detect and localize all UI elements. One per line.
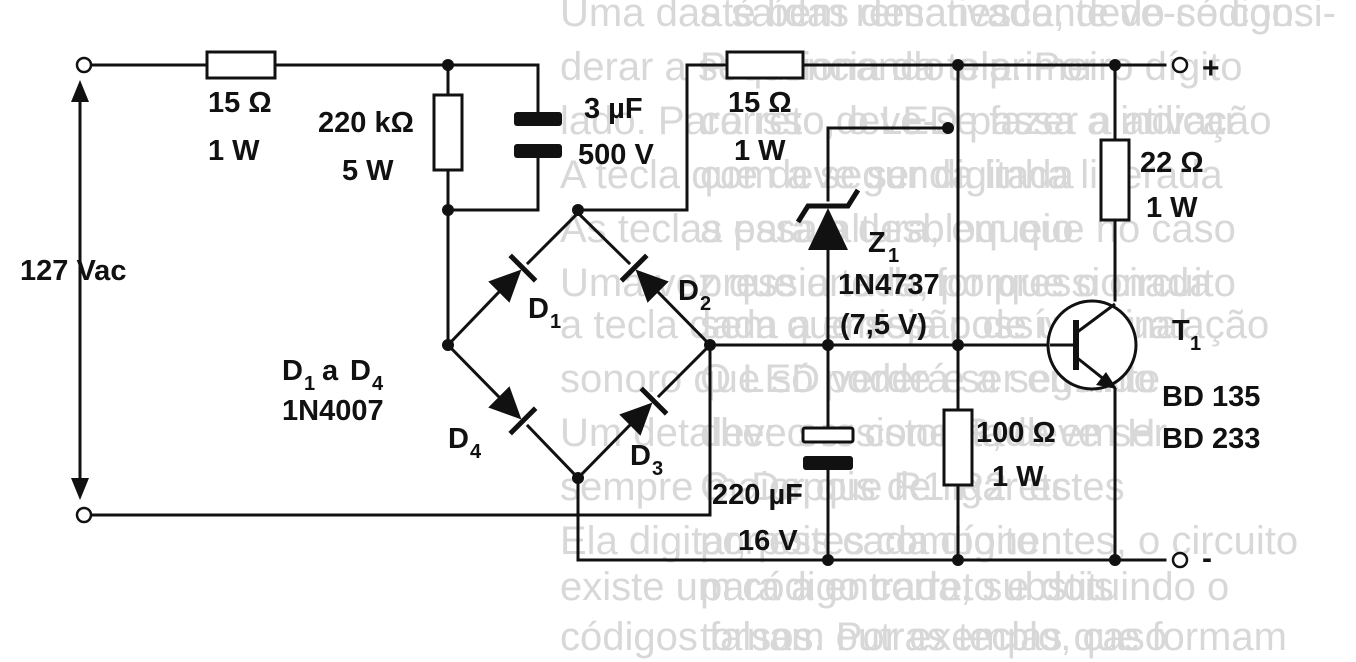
r2-power: 5 W [342,155,394,187]
background-text-line: com a segunda linha liberada [700,153,1223,197]
r3-power: 1 W [734,135,786,167]
arrow-down-icon [71,478,89,500]
d4-subscript: 4 [470,441,482,463]
c1-value: 3 µF [584,93,643,125]
r1-value: 15 Ω [208,87,272,119]
r4-power: 1 W [1146,192,1198,224]
background-text-line: tornam outras teclas que formam [700,615,1287,659]
label-z1: Z 1 1N4737 (7,5 V) [838,227,940,341]
label-d2: D 2 [678,275,711,315]
r5-value: 100 Ω [976,417,1056,449]
background-text-line: lado. Para isso deve-se fazer a ativação [560,99,1272,143]
d2-name: D [678,275,699,307]
z1-name: Z [868,227,886,259]
label-diodes: D 1 a D 4 1N4007 [282,355,384,427]
d3-subscript: 3 [652,458,663,480]
background-text-line: Uma vez que a tecla for pressionada [560,261,1212,305]
r4-value: 22 Ω [1140,147,1204,179]
input-terminal-bottom [75,506,93,524]
z1-part: 1N4737 [838,269,940,301]
zener-diode-z1 [795,188,861,250]
background-text-line: Uma das saídas desativada, deve-se consi… [560,0,1336,35]
resistor-r4 [1099,138,1131,222]
diodes-part: 1N4007 [282,395,384,427]
diodes-to: D [350,355,371,387]
resistor-r1 [205,50,277,80]
capacitor-c1 [514,112,562,158]
d1-name: D [528,293,549,325]
background-text-line: até bem remanescente do código. [700,0,1305,35]
transistor-t1 [1046,299,1138,391]
label-c1: 3 µF 500 V [578,93,654,171]
plus-sign: + [1202,52,1220,85]
resistor-r2 [432,93,464,172]
input-voltage-label: 127 Vac [20,255,126,287]
wires [78,63,1167,562]
t1-subscript: 1 [1190,333,1201,355]
diode-d2 [619,253,669,303]
label-t1: T 1 BD 135 BD 233 [1162,315,1260,455]
z1-subscript: 1 [888,245,899,267]
label-d3: D 3 [630,440,663,480]
label-r1: 15 Ω 1 W [208,87,272,167]
d1-subscript: 1 [550,311,561,333]
label-r3: 15 Ω 1 W [728,87,792,167]
d4-name: D [448,423,469,455]
background-text-line: sempre maior que R1 R2 etc [560,465,1071,509]
label-r4: 22 Ω 1 W [1140,147,1204,224]
r3-value: 15 Ω [728,87,792,119]
r1-power: 1 W [208,135,260,167]
label-d1: D 1 [528,293,561,333]
background-text-line: por estes componentes, o circuito [700,519,1298,563]
diodes-from: D [282,355,303,387]
background-text-line: A tecla que deve ser digitada [560,153,1074,197]
r5-power: 1 W [992,461,1044,493]
z1-voltage: (7,5 V) [840,309,927,341]
junction-dots [442,59,1121,566]
background-text-line: C. Depois de ligar estes [700,465,1125,509]
arrow-up-icon [71,80,89,102]
label-d4: D 4 [448,423,482,463]
resistor-r3 [725,50,805,80]
background-text-line: a essa altura, em que no caso [700,207,1236,251]
background-text-line: derar a sequência da tela. Por [560,45,1096,89]
c2-value: 220 µF [712,479,803,511]
diode-d1 [488,253,538,303]
background-text-right: Uma das saídas desativada, deve-se consi… [560,0,1336,659]
capacitor-c2 [801,426,855,470]
background-text-line: existe um código correto e dois [560,565,1114,609]
c1-voltage: 500 V [578,139,654,171]
background-text-line: códigos falsos. Por exemplo, caso [560,615,1167,659]
diodes-to-subscript: 4 [372,373,384,395]
diode-d3 [619,386,669,436]
background-text-line: correto, o LED passa a indicar [700,99,1238,143]
diodes-from-subscript: 1 [304,373,315,395]
r2-value: 220 kΩ [318,107,414,139]
c2-voltage: 16 V [738,525,798,557]
label-c2: 220 µF 16 V [712,479,803,557]
label-r2: 220 kΩ 5 W [318,107,414,187]
t1-part-b: BD 233 [1162,423,1260,455]
background-text-line: deve ser conectado em H [700,411,1156,455]
label-r5: 100 Ω 1 W [976,417,1056,493]
diode-d4 [488,386,538,436]
diodes-word: a [322,355,339,387]
input-terminal-top [75,56,93,74]
output-terminal-minus [1171,551,1189,569]
background-text-line: sem que seja possível sua ação [700,303,1269,347]
background-text-left: até bem remanescente do código. Pression… [700,0,1305,659]
background-text-line: pressionada, porque o circuito [700,261,1236,305]
t1-name: T [1172,315,1190,347]
d2-subscript: 2 [700,293,711,315]
minus-sign: - [1202,542,1212,575]
t1-part-a: BD 135 [1162,381,1260,413]
background-text-line: para a entrada, substituindo o [700,565,1229,609]
d3-name: D [630,440,651,472]
bridge-wires [445,210,713,481]
resistor-r5 [942,408,974,487]
background-text-line: Um detalhe: o resistor R, deve ser [560,411,1167,455]
output-terminal-plus [1171,56,1189,74]
